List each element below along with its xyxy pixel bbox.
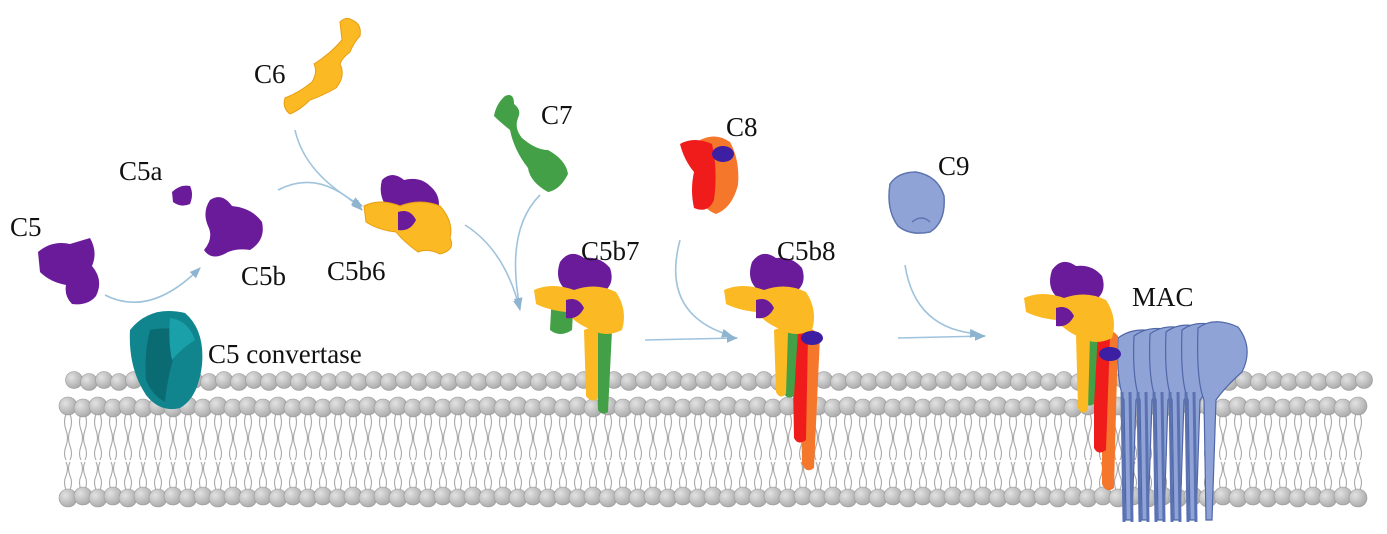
c9-pore-polymer <box>1117 321 1248 523</box>
arrow-c5b6-to-c5b7 <box>464 224 522 312</box>
c5b-protein <box>204 197 263 257</box>
arrow-c8-to-c5b8 <box>674 239 734 338</box>
arrow-c9-to-mac <box>904 264 982 338</box>
label-c5: C5 <box>10 212 42 242</box>
lipid-heads-inner <box>58 486 1368 508</box>
label-c9: C9 <box>938 151 970 181</box>
c5a-fragment <box>172 185 192 206</box>
c9-protein <box>888 171 945 234</box>
label-c5b7: C5b7 <box>581 236 640 266</box>
arrow-c5b-to-c5b6 <box>277 181 363 211</box>
arrow-c5b8-to-mac <box>897 331 987 341</box>
c7-protein <box>494 95 568 192</box>
c8-protein <box>680 136 739 214</box>
label-c6: C6 <box>254 59 286 89</box>
c5-protein <box>38 238 100 305</box>
label-c8: C8 <box>726 112 758 142</box>
arrow-c5-cleavage <box>104 267 201 303</box>
c5b7-complex <box>534 253 624 414</box>
lipid-heads-outer <box>58 371 1373 418</box>
label-c5a: C5a <box>119 156 163 186</box>
label-mac: MAC <box>1132 282 1194 312</box>
c5b6-complex <box>363 175 453 255</box>
reaction-arrows <box>104 129 987 343</box>
label-c5b8: C5b8 <box>777 236 836 266</box>
labels: C5 C5a C5b C5 convertase C6 C5b6 C7 C5b7… <box>10 59 1194 369</box>
label-c5b: C5b <box>241 261 286 291</box>
arrow-c7-to-c5b7 <box>513 194 541 310</box>
arrow-c6-to-c5b6 <box>294 129 363 207</box>
c6-protein <box>283 17 361 115</box>
c5b8-complex <box>724 253 823 471</box>
label-c5b6: C5b6 <box>327 256 386 286</box>
arrow-c5b7-to-c5b8 <box>644 333 739 343</box>
c5-convertase <box>129 311 203 410</box>
mac-complex <box>1024 261 1248 523</box>
label-c7: C7 <box>541 100 573 130</box>
label-c5-convertase: C5 convertase <box>208 339 362 369</box>
